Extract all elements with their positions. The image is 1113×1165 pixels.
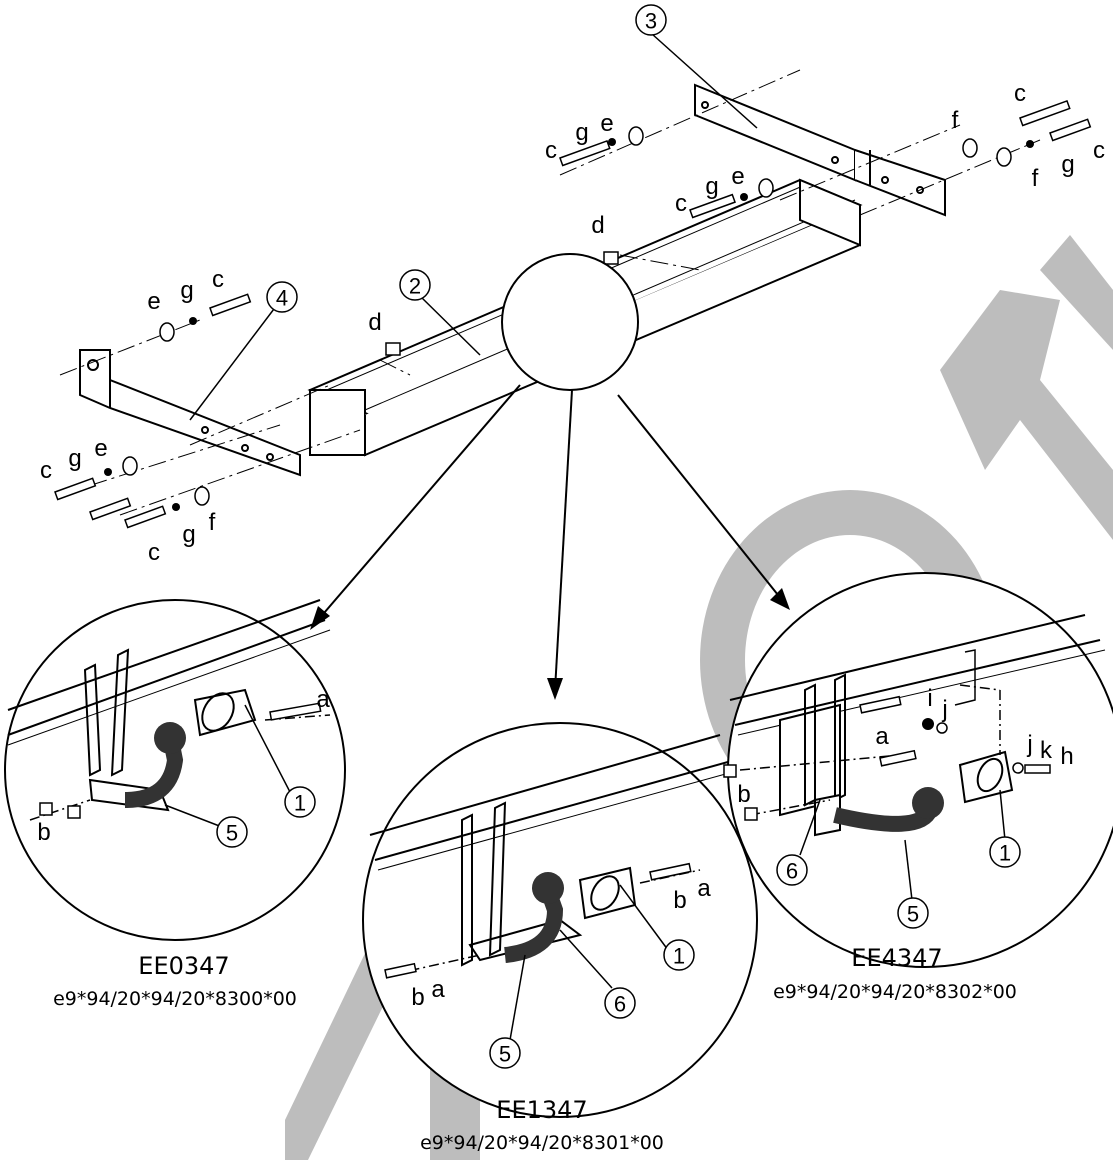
watermark-r — [940, 290, 1113, 540]
arrow-head — [547, 678, 563, 700]
label-b: b — [37, 819, 50, 846]
tow-ball — [912, 787, 944, 819]
detail-callout — [310, 253, 790, 700]
detail-circle — [501, 253, 639, 391]
tow-ball-neck — [124, 733, 184, 808]
label-e: e — [731, 163, 744, 190]
tow-ball — [154, 722, 186, 754]
label-a: a — [697, 875, 711, 902]
part-number-6: 6 — [786, 859, 798, 884]
label-f: f — [952, 107, 959, 134]
label-c: c — [675, 190, 687, 217]
variant-approval-ee1347: e9*94/20*94/20*8301*00 — [420, 1132, 664, 1154]
label-e: e — [94, 435, 107, 462]
washer — [122, 456, 138, 476]
variant-approval-ee4347: e9*94/20*94/20*8302*00 — [773, 981, 1017, 1003]
part-balloons — [216, 4, 1021, 1069]
bolt — [1049, 118, 1092, 142]
part-number-5: 5 — [499, 1042, 511, 1067]
label-j: j — [941, 696, 947, 723]
watermark-n — [232, 870, 480, 1160]
label-c: c — [40, 457, 52, 484]
tube-end-right — [799, 178, 861, 247]
detail-ee4347 — [723, 572, 1113, 968]
bolt — [124, 505, 167, 529]
tow-ball-neck — [503, 887, 564, 963]
arrow-head — [770, 588, 790, 610]
side-bracket-right-lower — [854, 149, 946, 217]
label-g: g — [575, 119, 588, 146]
label-c: c — [148, 539, 160, 566]
label-a: a — [875, 723, 889, 750]
bolt — [54, 477, 97, 501]
variant-code-ee4347: EE4347 — [851, 944, 942, 972]
label-e: e — [147, 288, 160, 315]
label-g: g — [68, 445, 81, 472]
part-number-6: 6 — [614, 992, 626, 1017]
label-j: j — [1026, 731, 1032, 758]
part-number-1: 1 — [294, 791, 306, 816]
bolt — [559, 139, 611, 167]
part-number-5: 5 — [226, 821, 238, 846]
part-number-2: 2 — [409, 274, 421, 299]
label-b: b — [411, 984, 424, 1011]
label-g: g — [180, 277, 193, 304]
washer — [159, 322, 175, 342]
label-a: a — [316, 686, 330, 713]
variant-approval-ee0347: e9*94/20*94/20*8300*00 — [53, 988, 297, 1010]
label-a: a — [431, 976, 445, 1003]
nut — [603, 251, 619, 265]
side-bracket-right-upper — [694, 83, 856, 182]
label-d: d — [591, 212, 604, 239]
detail-ee1347 — [362, 722, 758, 1118]
watermark-i — [1040, 235, 1113, 350]
label-e: e — [600, 110, 613, 137]
label-g: g — [1061, 151, 1074, 178]
washer — [628, 126, 644, 146]
label-g: g — [705, 173, 718, 200]
bolt — [689, 193, 736, 219]
label-c: c — [1014, 80, 1026, 107]
variant-code-ee0347: EE0347 — [138, 952, 229, 980]
washer — [758, 178, 774, 198]
label-c: c — [545, 137, 557, 164]
nut — [385, 342, 401, 356]
part-number-4: 4 — [276, 286, 288, 311]
bolt — [1019, 99, 1071, 127]
tow-ball — [532, 872, 564, 904]
label-c: c — [1093, 137, 1105, 164]
label-b: b — [673, 887, 686, 914]
label-g: g — [182, 521, 195, 548]
washer — [194, 486, 210, 506]
bolt — [209, 293, 252, 317]
washer — [962, 138, 978, 158]
side-bracket-left — [79, 349, 301, 477]
part-number-5: 5 — [907, 902, 919, 927]
part-number-3: 3 — [645, 9, 657, 34]
label-c: c — [212, 266, 224, 293]
detail-ee0347 — [4, 599, 346, 941]
part-number-1: 1 — [673, 944, 685, 969]
label-b: b — [737, 781, 750, 808]
bolt — [89, 497, 132, 521]
label-f: f — [209, 509, 216, 536]
washer — [996, 147, 1012, 167]
label-i: i — [927, 685, 932, 712]
label-d: d — [368, 309, 381, 336]
part-number-1: 1 — [999, 841, 1011, 866]
label-k: k — [1040, 737, 1053, 764]
label-h: h — [1060, 743, 1073, 770]
label-f: f — [1032, 165, 1039, 192]
variant-code-ee1347: EE1347 — [496, 1096, 587, 1124]
